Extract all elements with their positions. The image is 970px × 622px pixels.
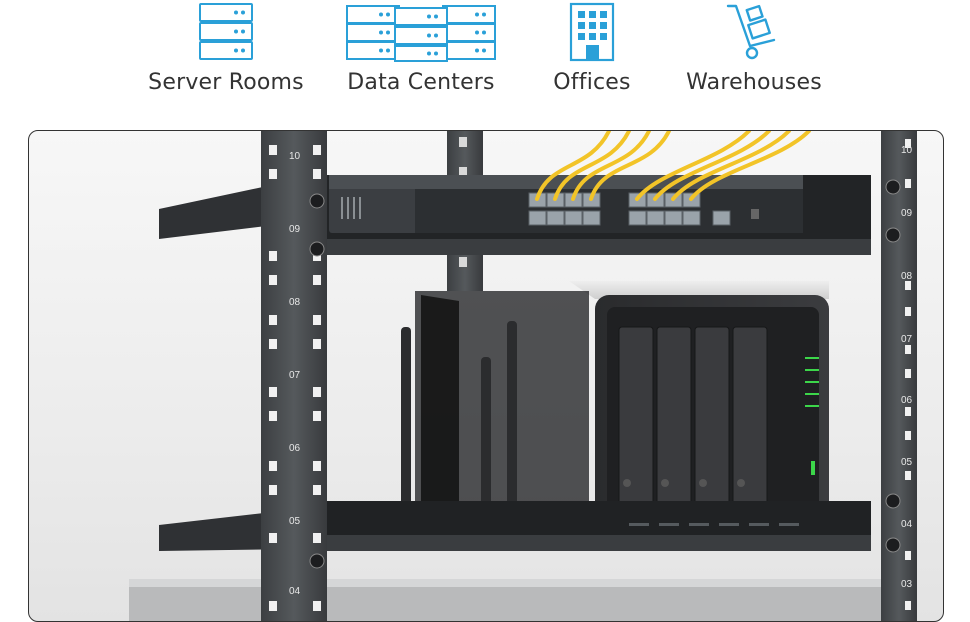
- data-center-icon: [346, 5, 496, 62]
- unit-label: 10: [289, 151, 301, 162]
- unit-label: 08: [901, 271, 913, 282]
- unit-label: 06: [901, 395, 913, 406]
- unit-label: 03: [901, 579, 913, 590]
- category-server-rooms[interactable]: Server Rooms: [148, 0, 304, 95]
- hand-truck-icon: [726, 4, 776, 60]
- rack-screws-right: [885, 179, 901, 553]
- category-label: Offices: [553, 70, 631, 95]
- unit-label: 04: [289, 586, 301, 597]
- category-label: Warehouses: [686, 70, 822, 95]
- office-building-icon: [569, 2, 615, 62]
- unit-label: 09: [289, 224, 301, 235]
- category-label: Server Rooms: [148, 70, 304, 95]
- unit-label: 10: [901, 145, 913, 156]
- unit-label: 04: [901, 519, 913, 530]
- category-row: Server Rooms Data Centers: [0, 0, 970, 120]
- vertical-organizer: [401, 291, 589, 531]
- unit-label: 09: [901, 208, 913, 219]
- rack-screws-left: [309, 193, 325, 569]
- category-warehouses[interactable]: Warehouses: [686, 0, 822, 95]
- server-stack-icon: [199, 3, 253, 60]
- unit-label: 08: [289, 297, 301, 308]
- category-label: Data Centers: [347, 70, 495, 95]
- unit-label: 05: [901, 457, 913, 468]
- category-offices[interactable]: Offices: [553, 0, 631, 95]
- ethernet-cables: [535, 131, 811, 201]
- rack-product-photo: 10 09 08 07 06 05 04 10 09 08 07 06 05 0…: [28, 130, 944, 622]
- unit-label: 05: [289, 516, 301, 527]
- category-data-centers[interactable]: Data Centers: [345, 0, 497, 95]
- unit-label: 07: [289, 370, 301, 381]
- top-shelf-left-wing: [159, 181, 291, 239]
- rack-illustration: 10 09 08 07 06 05 04 10 09 08 07 06 05 0…: [129, 131, 917, 621]
- rack-post-left-holes: [269, 145, 321, 611]
- network-switch: [329, 175, 803, 233]
- unit-label: 07: [901, 334, 913, 345]
- unit-label: 06: [289, 443, 301, 454]
- nas-storage-device: [569, 281, 829, 525]
